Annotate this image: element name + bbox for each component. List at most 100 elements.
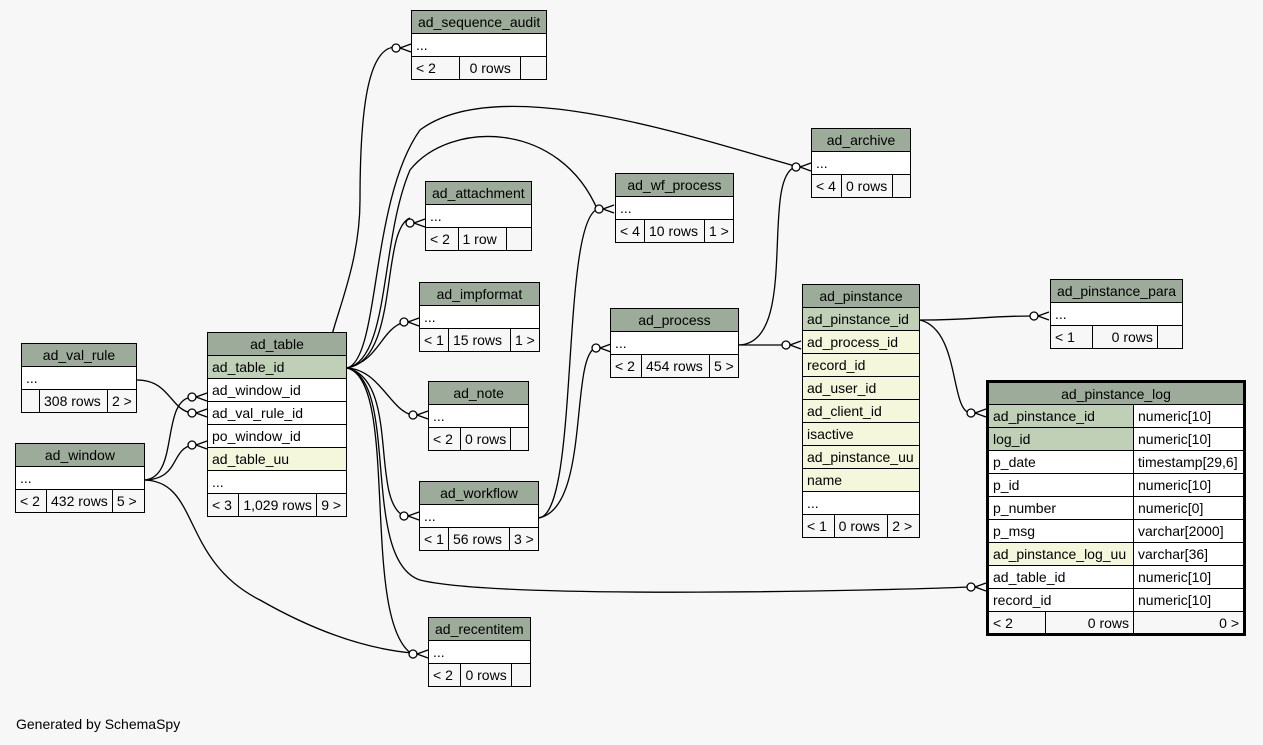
column-indexed[interactable]: isactive	[802, 422, 920, 446]
edge-ad_table-ad_pinstance_log	[346, 367, 971, 593]
column-indexed[interactable]: ad_table_uu	[207, 447, 347, 471]
table-title[interactable]: ad_pinstance	[802, 284, 920, 308]
edge-ad_table-ad_sequence_audit	[328, 46, 396, 369]
parents-link[interactable]: < 2	[410, 56, 461, 80]
column[interactable]: p_id	[987, 473, 1134, 497]
table-ad_val_rule[interactable]: ad_val_rule ... 308 rows 2 >	[21, 343, 137, 413]
more-columns: ...	[419, 504, 539, 528]
parents-link[interactable]: < 4	[615, 219, 645, 243]
children-link[interactable]: 1 >	[704, 219, 734, 243]
table-ad_archive[interactable]: ad_archive ... < 4 0 rows	[811, 128, 911, 198]
table-title[interactable]: ad_sequence_audit	[410, 10, 548, 34]
more-columns: ...	[207, 470, 347, 494]
table-ad_note[interactable]: ad_note ... < 2 0 rows	[427, 381, 530, 451]
edge-ad_window-ad_table-window	[142, 396, 193, 481]
table-title[interactable]: ad_workflow	[419, 481, 539, 505]
table-ad_pinstance[interactable]: ad_pinstance ad_pinstance_id ad_process_…	[802, 284, 920, 538]
column-indexed[interactable]: ad_pinstance_uu	[802, 445, 920, 469]
table-title[interactable]: ad_attachment	[425, 181, 532, 205]
children-link[interactable]: 2 >	[887, 514, 920, 538]
parents-link[interactable]: < 1	[1049, 325, 1094, 349]
generated-by-caption: Generated by SchemaSpy	[16, 716, 181, 732]
parents-link[interactable]: < 2	[428, 427, 461, 451]
parents-link[interactable]: < 2	[610, 354, 642, 378]
table-title[interactable]: ad_val_rule	[21, 343, 137, 367]
children-link[interactable]	[892, 174, 911, 198]
children-link[interactable]	[511, 663, 531, 687]
column-indexed[interactable]: ad_user_id	[802, 376, 920, 400]
table-title[interactable]: ad_pinstance_log	[987, 381, 1245, 405]
column[interactable]: p_msg	[987, 519, 1134, 543]
edge-ad_window-ad_recentitem	[142, 479, 413, 654]
children-link[interactable]: 1 >	[510, 328, 540, 352]
table-ad_recentitem[interactable]: ad_recentitem ... < 2 0 rows	[427, 617, 531, 687]
edge-ad_val_rule-ad_table	[136, 379, 193, 414]
column-primary-key[interactable]: log_id	[987, 427, 1134, 451]
parents-link[interactable]: < 1	[419, 527, 449, 551]
table-title[interactable]: ad_recentitem	[428, 617, 531, 641]
parents-link[interactable]: < 2	[427, 663, 462, 687]
children-link[interactable]: 2 >	[107, 389, 137, 413]
table-ad_table[interactable]: ad_table ad_table_id ad_window_id ad_val…	[206, 332, 347, 517]
column[interactable]: ad_table_id	[987, 565, 1134, 589]
more-columns: ...	[811, 151, 911, 175]
column[interactable]: ad_window_id	[207, 378, 347, 402]
column-type: numeric[10]	[1133, 565, 1245, 589]
table-ad_attachment[interactable]: ad_attachment ... < 2 1 row	[425, 181, 532, 251]
table-ad_wf_process[interactable]: ad_wf_process ... < 4 10 rows 1 >	[615, 173, 734, 243]
table-title[interactable]: ad_table	[207, 332, 347, 356]
column-primary-key[interactable]: ad_pinstance_id	[987, 404, 1134, 428]
column-indexed[interactable]: ad_process_id	[802, 330, 920, 354]
column[interactable]: p_date	[987, 450, 1134, 474]
table-title[interactable]: ad_window	[15, 443, 145, 467]
row-count: 0 rows	[1045, 611, 1134, 635]
children-link[interactable]	[519, 56, 548, 80]
children-link[interactable]: 3 >	[509, 527, 539, 551]
column-indexed[interactable]: ad_client_id	[802, 399, 920, 423]
column[interactable]: record_id	[987, 588, 1134, 612]
table-ad_impformat[interactable]: ad_impformat ... < 1 15 rows 1 >	[419, 282, 540, 352]
parents-link[interactable]: < 2	[15, 489, 47, 513]
table-ad_workflow[interactable]: ad_workflow ... < 1 56 rows 3 >	[419, 481, 539, 551]
table-ad_window[interactable]: ad_window ... < 2 432 rows 5 >	[15, 443, 145, 513]
table-title[interactable]: ad_pinstance_para	[1049, 279, 1184, 303]
children-link[interactable]: 9 >	[316, 493, 347, 517]
column-indexed[interactable]: ad_pinstance_log_uu	[987, 542, 1134, 566]
column[interactable]: p_number	[987, 496, 1134, 520]
more-columns: ...	[428, 640, 531, 664]
children-link[interactable]: 5 >	[111, 489, 145, 513]
row-count: 308 rows	[39, 389, 108, 413]
table-title[interactable]: ad_wf_process	[615, 173, 734, 197]
table-title[interactable]: ad_process	[610, 308, 739, 332]
column[interactable]: po_window_id	[207, 424, 347, 448]
children-link[interactable]	[506, 227, 532, 251]
table-ad_process[interactable]: ad_process ... < 2 454 rows 5 >	[610, 308, 739, 378]
table-title[interactable]: ad_note	[427, 381, 530, 405]
parents-link[interactable]: < 2	[987, 611, 1046, 635]
table-ad_sequence_audit[interactable]: ad_sequence_audit ... < 2 0 rows	[410, 10, 548, 80]
parents-link[interactable]: < 1	[419, 328, 449, 352]
parents-link[interactable]	[21, 389, 40, 413]
parents-link[interactable]: < 3	[206, 493, 240, 517]
parents-link[interactable]: < 2	[425, 227, 459, 251]
column-primary-key[interactable]: ad_pinstance_id	[802, 307, 920, 331]
table-ad_pinstance_para[interactable]: ad_pinstance_para ... < 1 0 rows	[1049, 279, 1184, 349]
children-link[interactable]: 5 >	[709, 354, 739, 378]
column-indexed[interactable]: name	[802, 468, 920, 492]
more-columns: ...	[21, 366, 137, 390]
column[interactable]: ad_val_rule_id	[207, 401, 347, 425]
children-link[interactable]	[510, 427, 530, 451]
children-link[interactable]	[1156, 325, 1184, 349]
column-type: numeric[0]	[1133, 496, 1245, 520]
parents-link[interactable]: < 4	[811, 174, 842, 198]
column-indexed[interactable]: record_id	[802, 353, 920, 377]
more-columns: ...	[1049, 302, 1184, 326]
table-title[interactable]: ad_impformat	[419, 282, 540, 306]
table-ad_pinstance_log[interactable]: ad_pinstance_log ad_pinstance_id numeric…	[986, 380, 1246, 636]
parents-link[interactable]: < 1	[802, 514, 835, 538]
row-count: 10 rows	[644, 219, 705, 243]
column-primary-key[interactable]: ad_table_id	[207, 355, 347, 379]
children-link[interactable]: 0 >	[1133, 611, 1245, 635]
table-title[interactable]: ad_archive	[811, 128, 911, 152]
